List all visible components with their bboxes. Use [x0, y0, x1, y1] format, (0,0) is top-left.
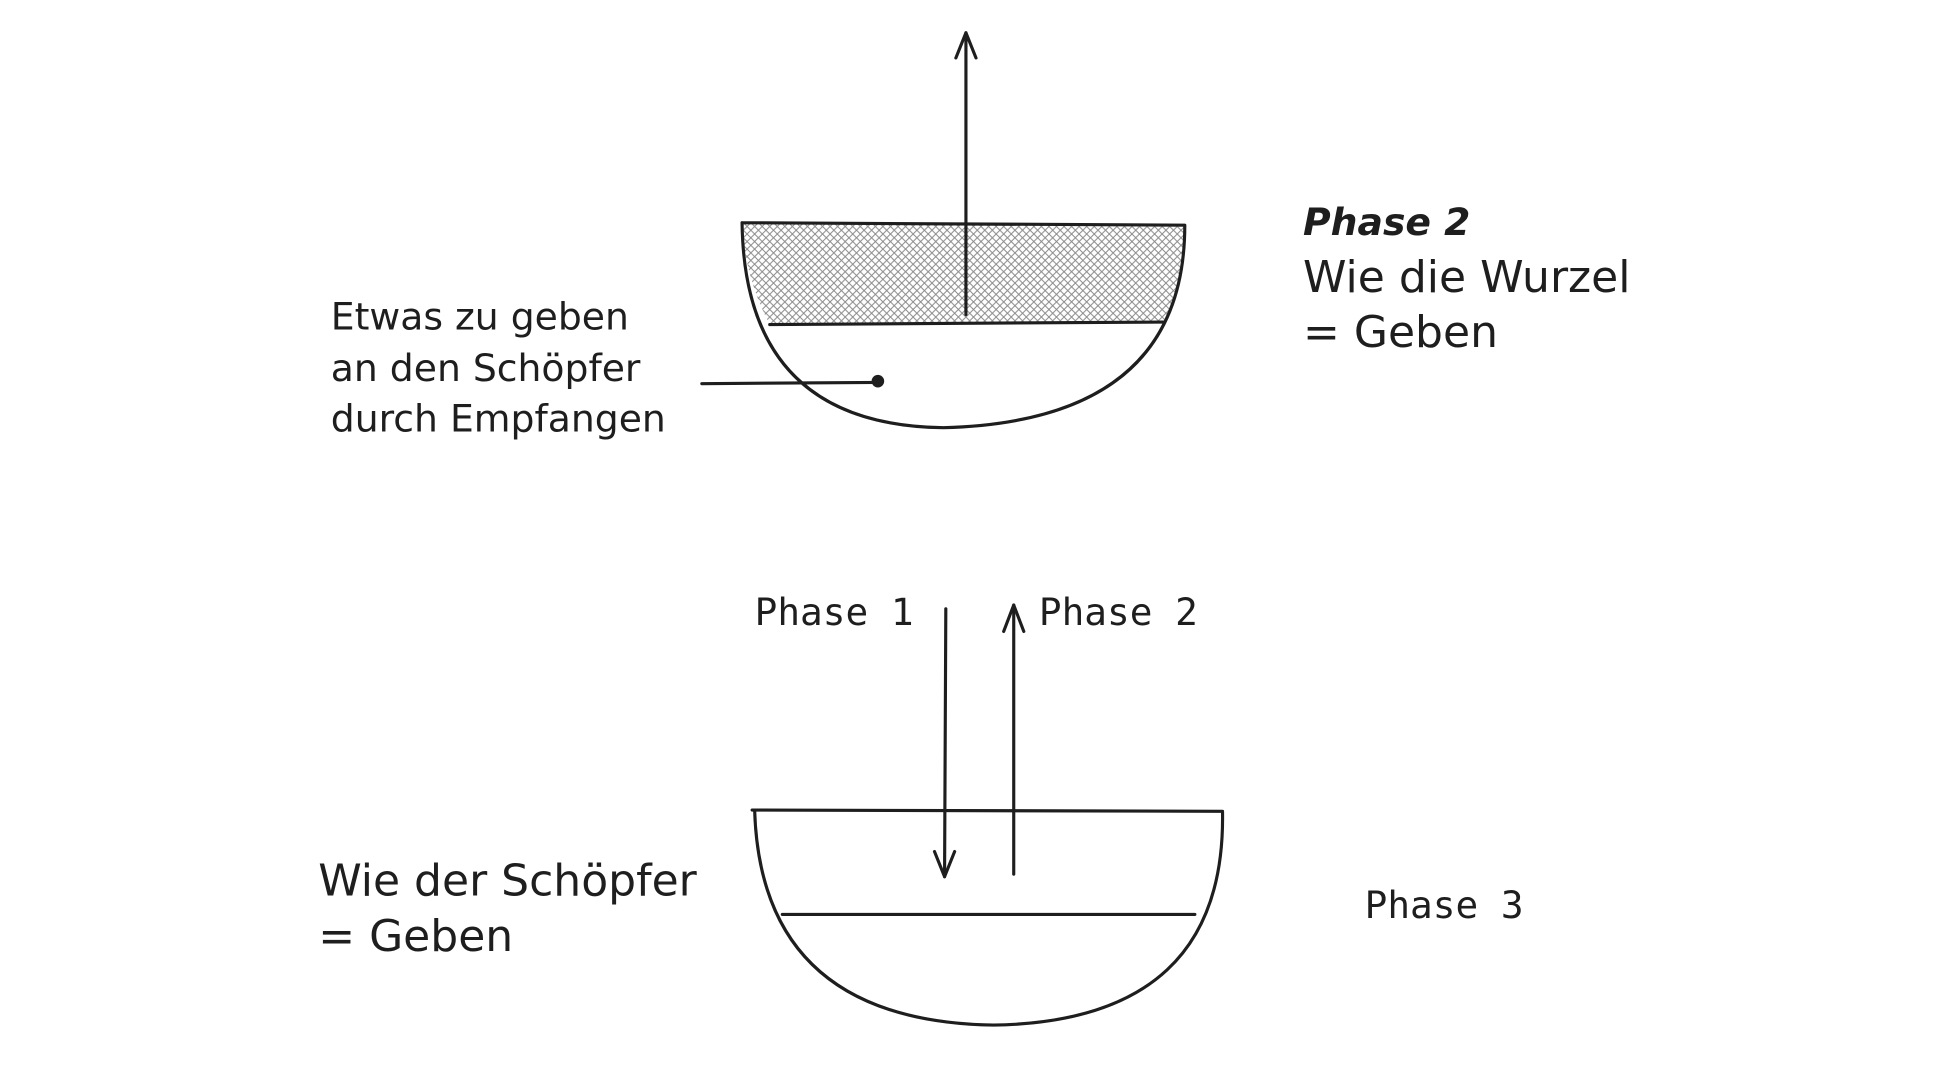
top-bowl-filled-region — [742, 222, 1185, 325]
top-description-line-2: = Geben — [1303, 307, 1498, 358]
top-phase-label: Phase 2 — [1303, 200, 1470, 244]
top-description-line-1: Wie die Wurzel — [1303, 252, 1630, 303]
top-bowl-level-line — [768, 320, 1165, 327]
bottom-description-line-1: Wie der Schöpfer — [318, 856, 697, 907]
arrow-down — [932, 607, 957, 879]
bottom-bowl-outline — [750, 808, 1225, 1027]
arrow-up — [1002, 603, 1026, 876]
annotation-leader-line — [700, 380, 880, 386]
top-bowl-outline — [740, 221, 1187, 430]
phase-2-label: Phase 2 — [1039, 590, 1198, 634]
annotation-line-2: an den Schöpfer — [331, 346, 641, 390]
annotation-line-1: Etwas zu geben — [331, 295, 629, 339]
annotation-line-3: durch Empfangen — [331, 396, 666, 440]
bottom-bowl — [750, 808, 1225, 1027]
top-bowl — [700, 31, 1187, 430]
bottom-description-line-2: = Geben — [318, 911, 513, 962]
phase-3-label: Phase 3 — [1365, 883, 1524, 927]
top-arrow-up — [954, 31, 978, 317]
phase-1-label: Phase 1 — [755, 590, 914, 634]
